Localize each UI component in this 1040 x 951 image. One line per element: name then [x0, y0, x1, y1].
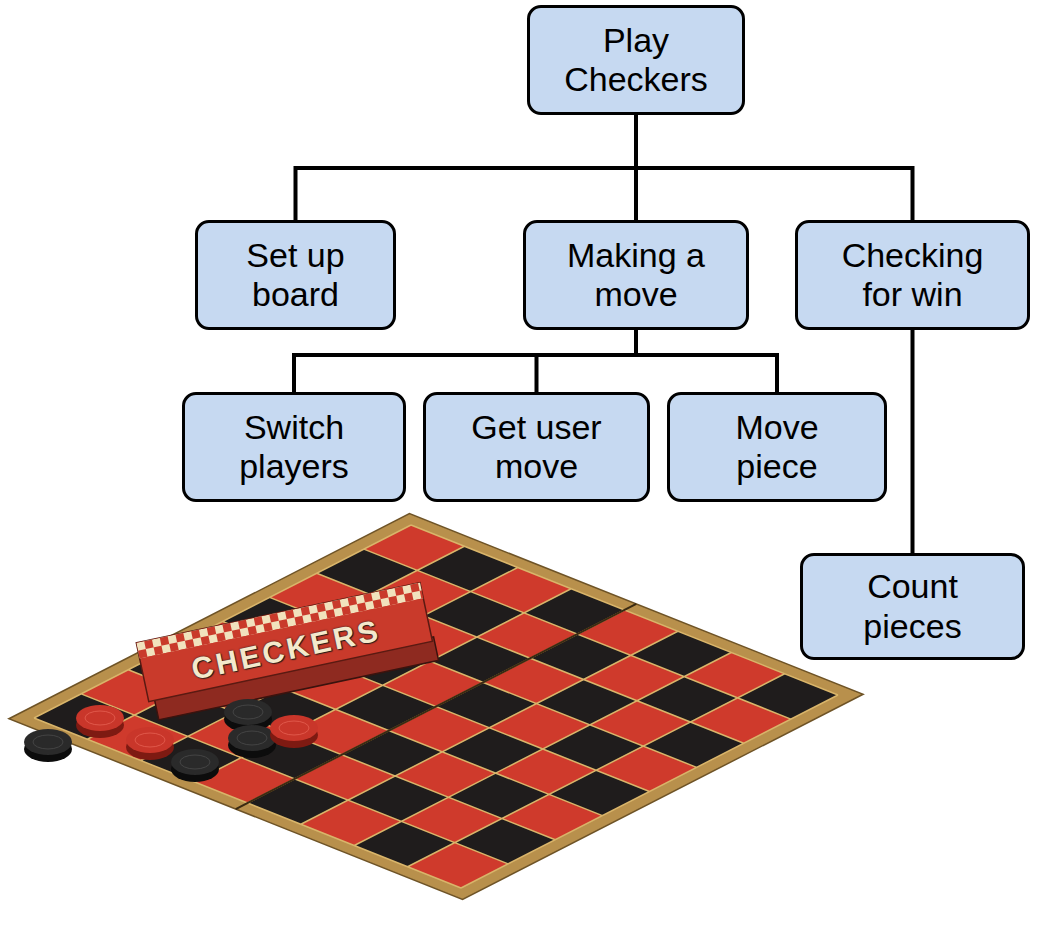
tree-connector — [296, 115, 637, 220]
box-label: Count pieces — [838, 567, 988, 645]
checkers-box — [136, 582, 438, 721]
process-box: Get user move — [423, 392, 650, 502]
box-label: Making a move — [556, 236, 716, 314]
checker-pieces — [24, 699, 318, 782]
tree-connector — [911, 330, 915, 553]
process-box: Move piece — [667, 392, 887, 502]
box-label: Get user move — [452, 408, 622, 486]
box-label: Set up board — [221, 236, 371, 314]
box-label: Switch players — [209, 408, 379, 486]
box-label: Checking for win — [828, 236, 998, 314]
process-box: Play Checkers — [527, 5, 745, 115]
process-box: Switch players — [182, 392, 406, 502]
process-box: Count pieces — [800, 553, 1025, 660]
tree-connector — [537, 330, 637, 392]
tree-connector — [294, 330, 636, 392]
process-box: Checking for win — [795, 220, 1030, 330]
tree-connector — [636, 115, 913, 220]
box-label: Move piece — [712, 408, 842, 486]
process-box: Making a move — [523, 220, 749, 330]
process-box: Set up board — [195, 220, 396, 330]
checkerboard — [9, 514, 863, 900]
box-label: Play Checkers — [551, 21, 721, 99]
tree-connector — [636, 330, 777, 392]
